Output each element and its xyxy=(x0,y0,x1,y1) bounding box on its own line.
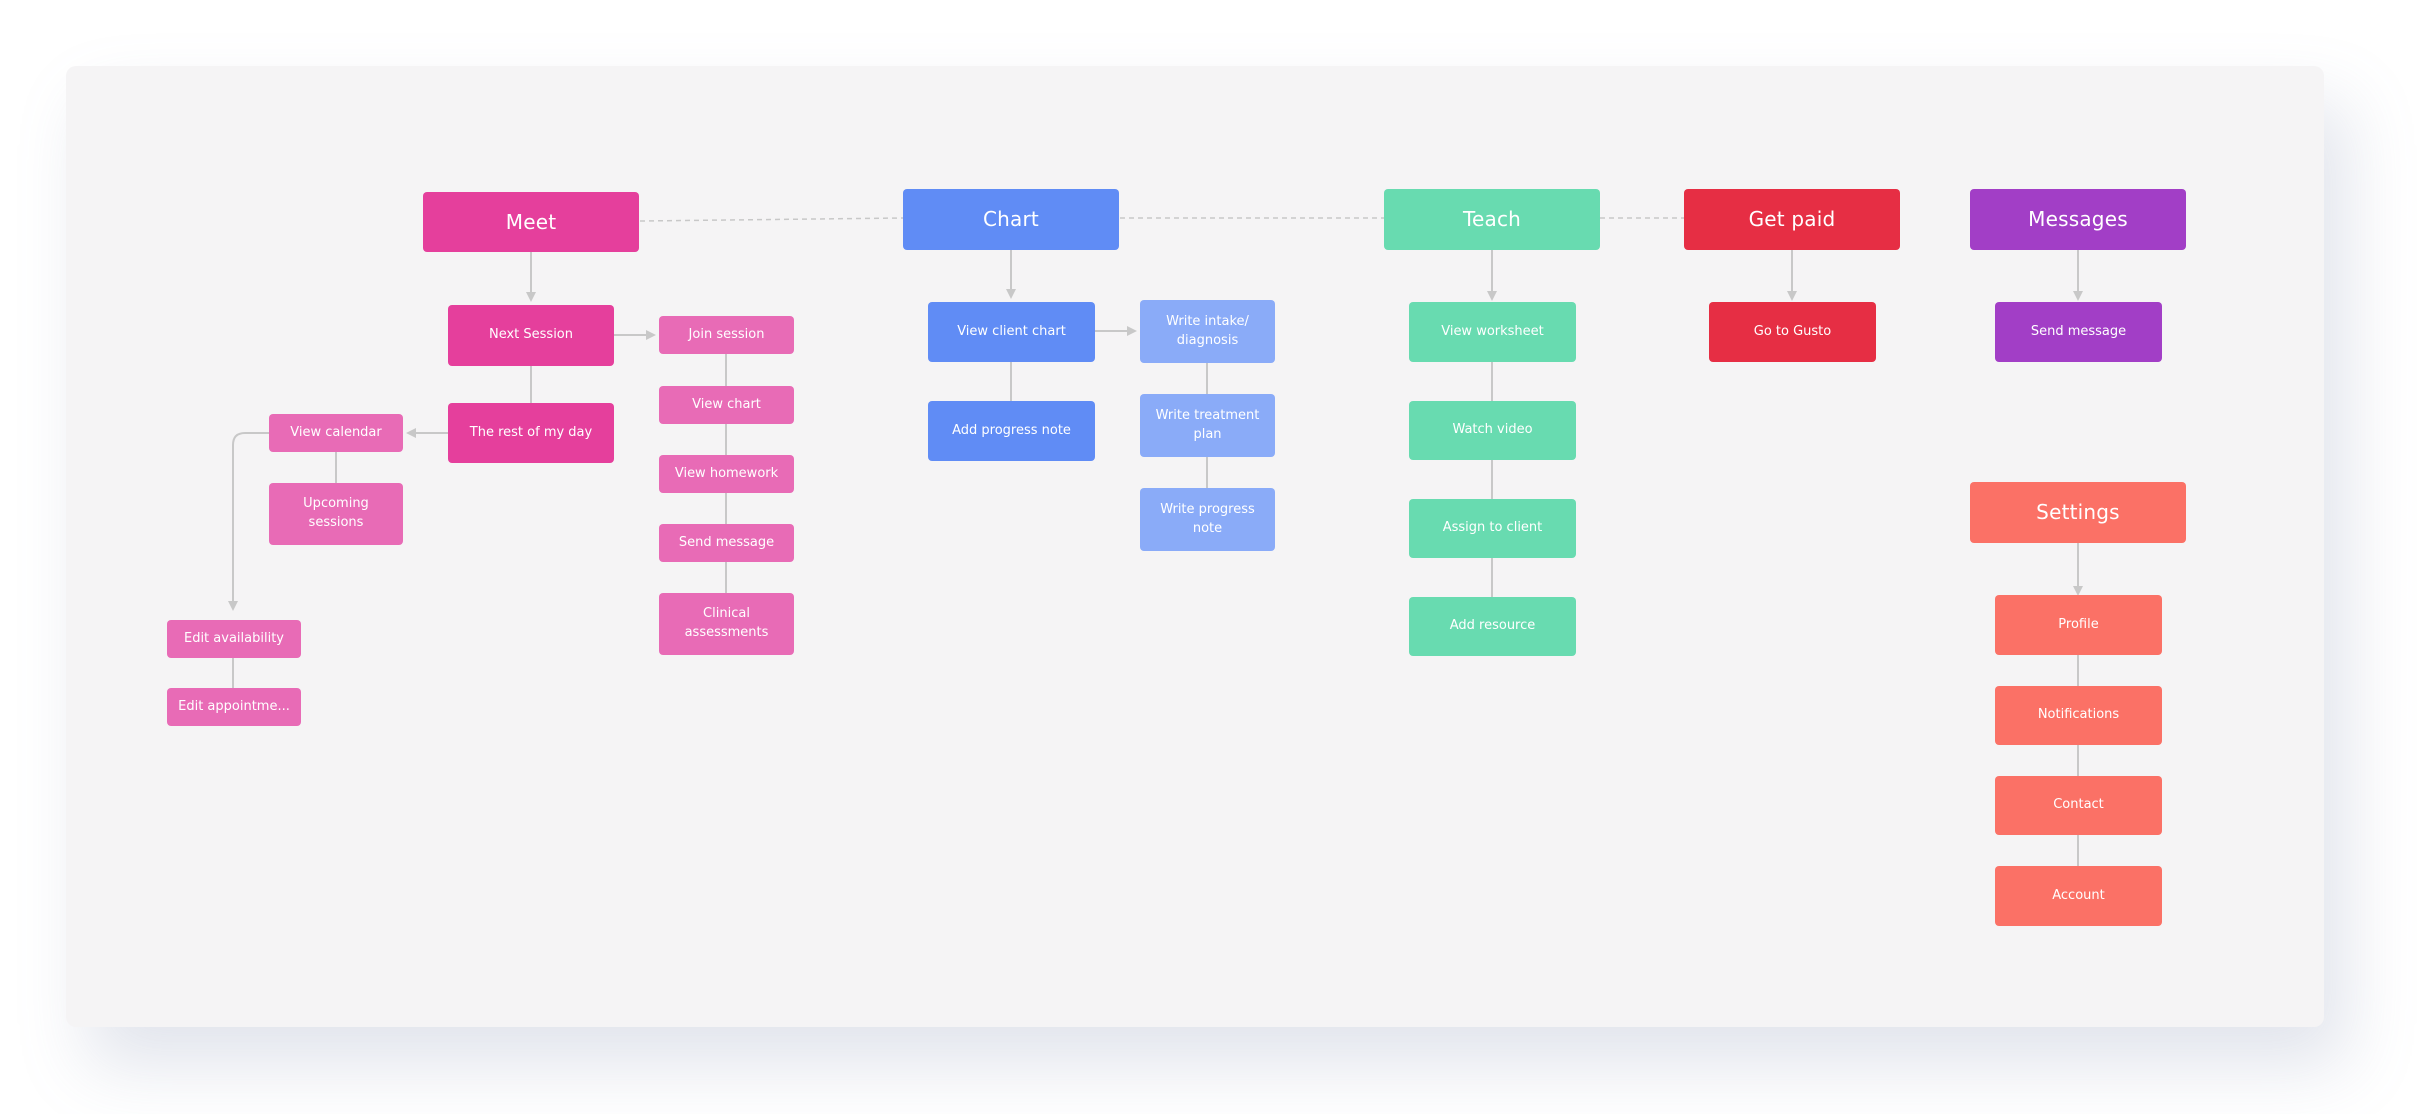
profile-node[interactable]: Profile xyxy=(1995,595,2162,655)
edit-appointments-node[interactable]: Edit appointme... xyxy=(167,688,301,726)
add-resource-node[interactable]: Add resource xyxy=(1409,597,1576,656)
view-worksheet-node[interactable]: View worksheet xyxy=(1409,302,1576,362)
go-to-gusto-node[interactable]: Go to Gusto xyxy=(1709,302,1876,362)
edit-availability-node[interactable]: Edit availability xyxy=(167,620,301,658)
get-paid-node[interactable]: Get paid xyxy=(1684,189,1900,250)
messages-node[interactable]: Messages xyxy=(1970,189,2186,250)
write-intake-node[interactable]: Write intake/ diagnosis xyxy=(1140,300,1275,363)
edit-appointments-label: Edit appointme... xyxy=(178,698,290,714)
notifications-node[interactable]: Notifications xyxy=(1995,686,2162,745)
chart-node[interactable]: Chart xyxy=(903,189,1119,250)
upcoming-sessions-node[interactable]: Upcoming sessions xyxy=(269,483,403,545)
view-chart-node[interactable]: View chart xyxy=(659,386,794,424)
account-node[interactable]: Account xyxy=(1995,866,2162,926)
add-progress-note-node[interactable]: Add progress note xyxy=(928,401,1095,461)
dashed-link xyxy=(639,217,904,222)
rest-of-day-node[interactable]: The rest of my day xyxy=(448,403,614,463)
send-message-node[interactable]: Send message xyxy=(659,524,794,562)
view-homework-node[interactable]: View homework xyxy=(659,455,794,493)
view-client-chart-node[interactable]: View client chart xyxy=(928,302,1095,362)
contact-node[interactable]: Contact xyxy=(1995,776,2162,835)
teach-node[interactable]: Teach xyxy=(1384,189,1600,250)
write-treatment-plan-node[interactable]: Write treatment plan xyxy=(1140,394,1275,457)
assign-to-client-node[interactable]: Assign to client xyxy=(1409,499,1576,558)
join-session-node[interactable]: Join session xyxy=(659,316,794,354)
clinical-assessments-node[interactable]: Clinical assessments xyxy=(659,593,794,655)
arrow-calendar-availability xyxy=(228,432,269,611)
watch-video-node[interactable]: Watch video xyxy=(1409,401,1576,460)
write-progress-note-node[interactable]: Write progress note xyxy=(1140,488,1275,551)
next-session-node[interactable]: Next Session xyxy=(448,305,614,366)
messages-send-message-node[interactable]: Send message xyxy=(1995,302,2162,362)
settings-node[interactable]: Settings xyxy=(1970,482,2186,543)
view-calendar-node[interactable]: View calendar xyxy=(269,414,403,452)
meet-node[interactable]: Meet xyxy=(423,192,639,252)
